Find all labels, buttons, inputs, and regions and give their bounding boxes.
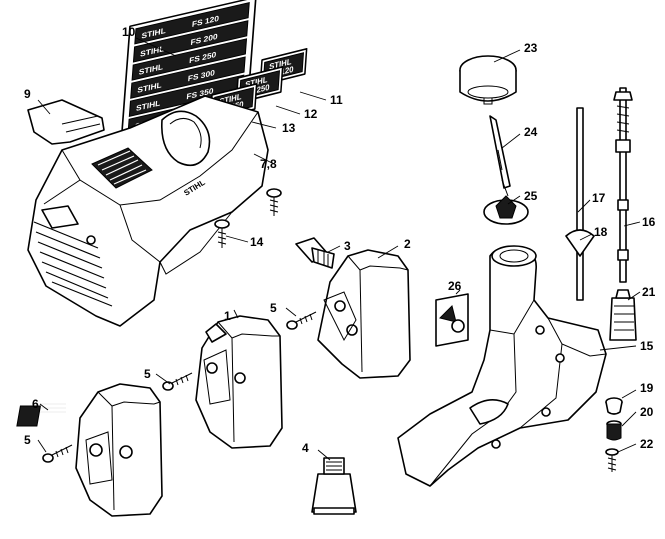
- fuel-tank: [397, 245, 607, 487]
- callout-10: 10: [122, 25, 136, 39]
- grommet-19: [605, 397, 623, 415]
- callout-24: 24: [524, 125, 538, 139]
- muffler-1: [195, 315, 283, 449]
- callout-26: 26: [448, 279, 462, 293]
- fuel-cap-gasket: [483, 195, 529, 225]
- buffer-20: [606, 420, 622, 441]
- callout-5a: 5: [270, 301, 277, 315]
- callout-12: 12: [304, 107, 318, 121]
- callout-16: 16: [642, 215, 656, 229]
- fitting-3: [295, 237, 335, 269]
- screw-5a: [286, 311, 317, 330]
- callout-6: 6: [32, 397, 39, 411]
- fuel-filter: [609, 289, 637, 341]
- callout-3: 3: [344, 239, 351, 253]
- callout-17: 17: [592, 191, 606, 205]
- muffler-2: [317, 249, 411, 379]
- callout-23: 23: [524, 41, 538, 55]
- grease-tube: [311, 457, 357, 515]
- callout-18: 18: [594, 225, 608, 239]
- decal-row-0: [134, 1, 250, 45]
- decal-row-2: [131, 38, 248, 81]
- callout-5b: 5: [144, 367, 151, 381]
- callout-labels: 1 2 3 4 5 5 5 6 7,8 9 10 11 12 13 14 15 …: [24, 25, 656, 455]
- muffler-6: [16, 383, 163, 517]
- callout-25: 25: [524, 189, 538, 203]
- engine-shroud: STIHL: [27, 95, 269, 327]
- callout-7-8: 7,8: [260, 157, 277, 171]
- callout-2: 2: [404, 237, 411, 251]
- screw-14: [214, 219, 230, 248]
- pickup-tube: [565, 107, 595, 301]
- callout-9: 9: [24, 87, 31, 101]
- callout-14: 14: [250, 235, 264, 249]
- callout-5c: 5: [24, 433, 31, 447]
- callout-4: 4: [302, 441, 309, 455]
- fuel-hose: [613, 87, 633, 283]
- screw-5c: [42, 444, 73, 463]
- callout-11: 11: [330, 93, 343, 107]
- callout-19: 19: [640, 381, 654, 395]
- cover-plate: [27, 99, 105, 145]
- callout-20: 20: [640, 405, 654, 419]
- fuel-cap: [459, 55, 517, 105]
- screw-shroud: [266, 188, 282, 216]
- vent-hose: [489, 115, 511, 197]
- leader-lines: [37, 37, 641, 461]
- decal-row-1: [132, 20, 249, 63]
- callout-1: 1: [224, 309, 231, 323]
- screw-5b: [162, 372, 193, 391]
- callout-15: 15: [640, 339, 654, 353]
- warning-label: [435, 293, 469, 347]
- callout-13: 13: [282, 121, 296, 135]
- callout-21: 21: [642, 285, 656, 299]
- spark-screen: [40, 403, 66, 413]
- shroud-vent-grill: [91, 147, 153, 189]
- decal-row-3: [130, 56, 246, 99]
- callout-22: 22: [640, 437, 654, 451]
- screw-22: [605, 448, 619, 472]
